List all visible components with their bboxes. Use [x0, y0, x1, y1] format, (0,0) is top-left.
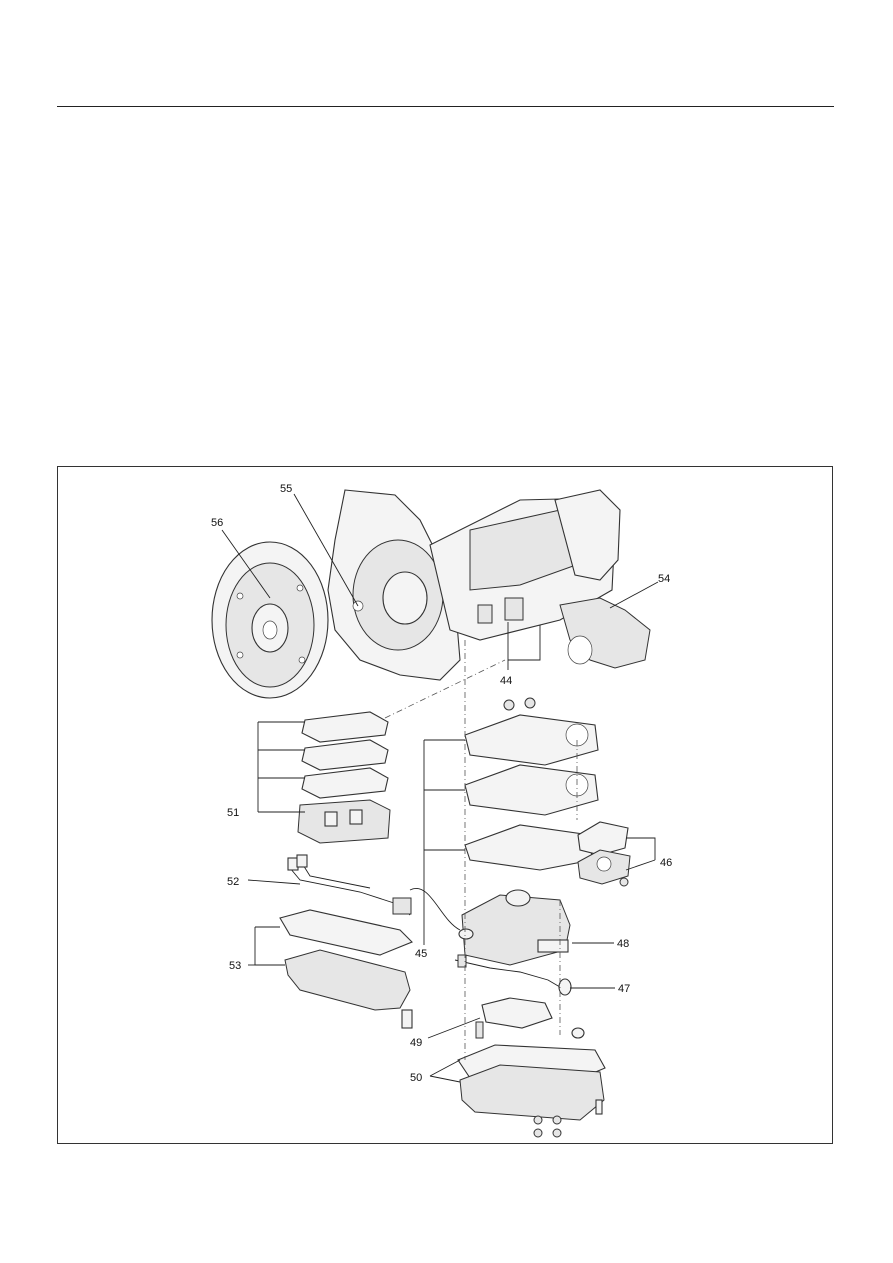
- callout-51: 51: [227, 807, 239, 819]
- callout-44: 44: [500, 675, 512, 687]
- control-valve-body: [461, 889, 571, 966]
- bottom-oil-pan: [457, 1027, 606, 1138]
- separator-plates: [464, 697, 599, 871]
- callout-50: 50: [410, 1072, 422, 1084]
- oil-strainer: [475, 997, 553, 1039]
- wiring-harness: [287, 854, 572, 996]
- callout-49: 49: [410, 1037, 422, 1049]
- callout-52: 52: [227, 876, 239, 888]
- torque-converter: [211, 541, 329, 699]
- transmission-case: [327, 489, 651, 681]
- header-rule: [57, 106, 834, 107]
- callout-46: 46: [660, 857, 672, 869]
- side-oil-pan: [279, 909, 413, 1029]
- callout-53: 53: [229, 960, 241, 972]
- accumulator-cover: [577, 821, 631, 887]
- callout-45: 45: [415, 948, 427, 960]
- leader-lines: [221, 493, 659, 1083]
- callout-54: 54: [658, 573, 670, 585]
- callout-55: 55: [280, 483, 292, 495]
- manual-valve-plates: [297, 711, 391, 844]
- callout-48: 48: [617, 938, 629, 950]
- callout-47: 47: [618, 983, 630, 995]
- callout-56: 56: [211, 517, 223, 529]
- callout-labels: 56 55 54 44 51 52 53 45 46 48 47 49 50: [211, 483, 672, 1084]
- figure-frame: [57, 466, 833, 1144]
